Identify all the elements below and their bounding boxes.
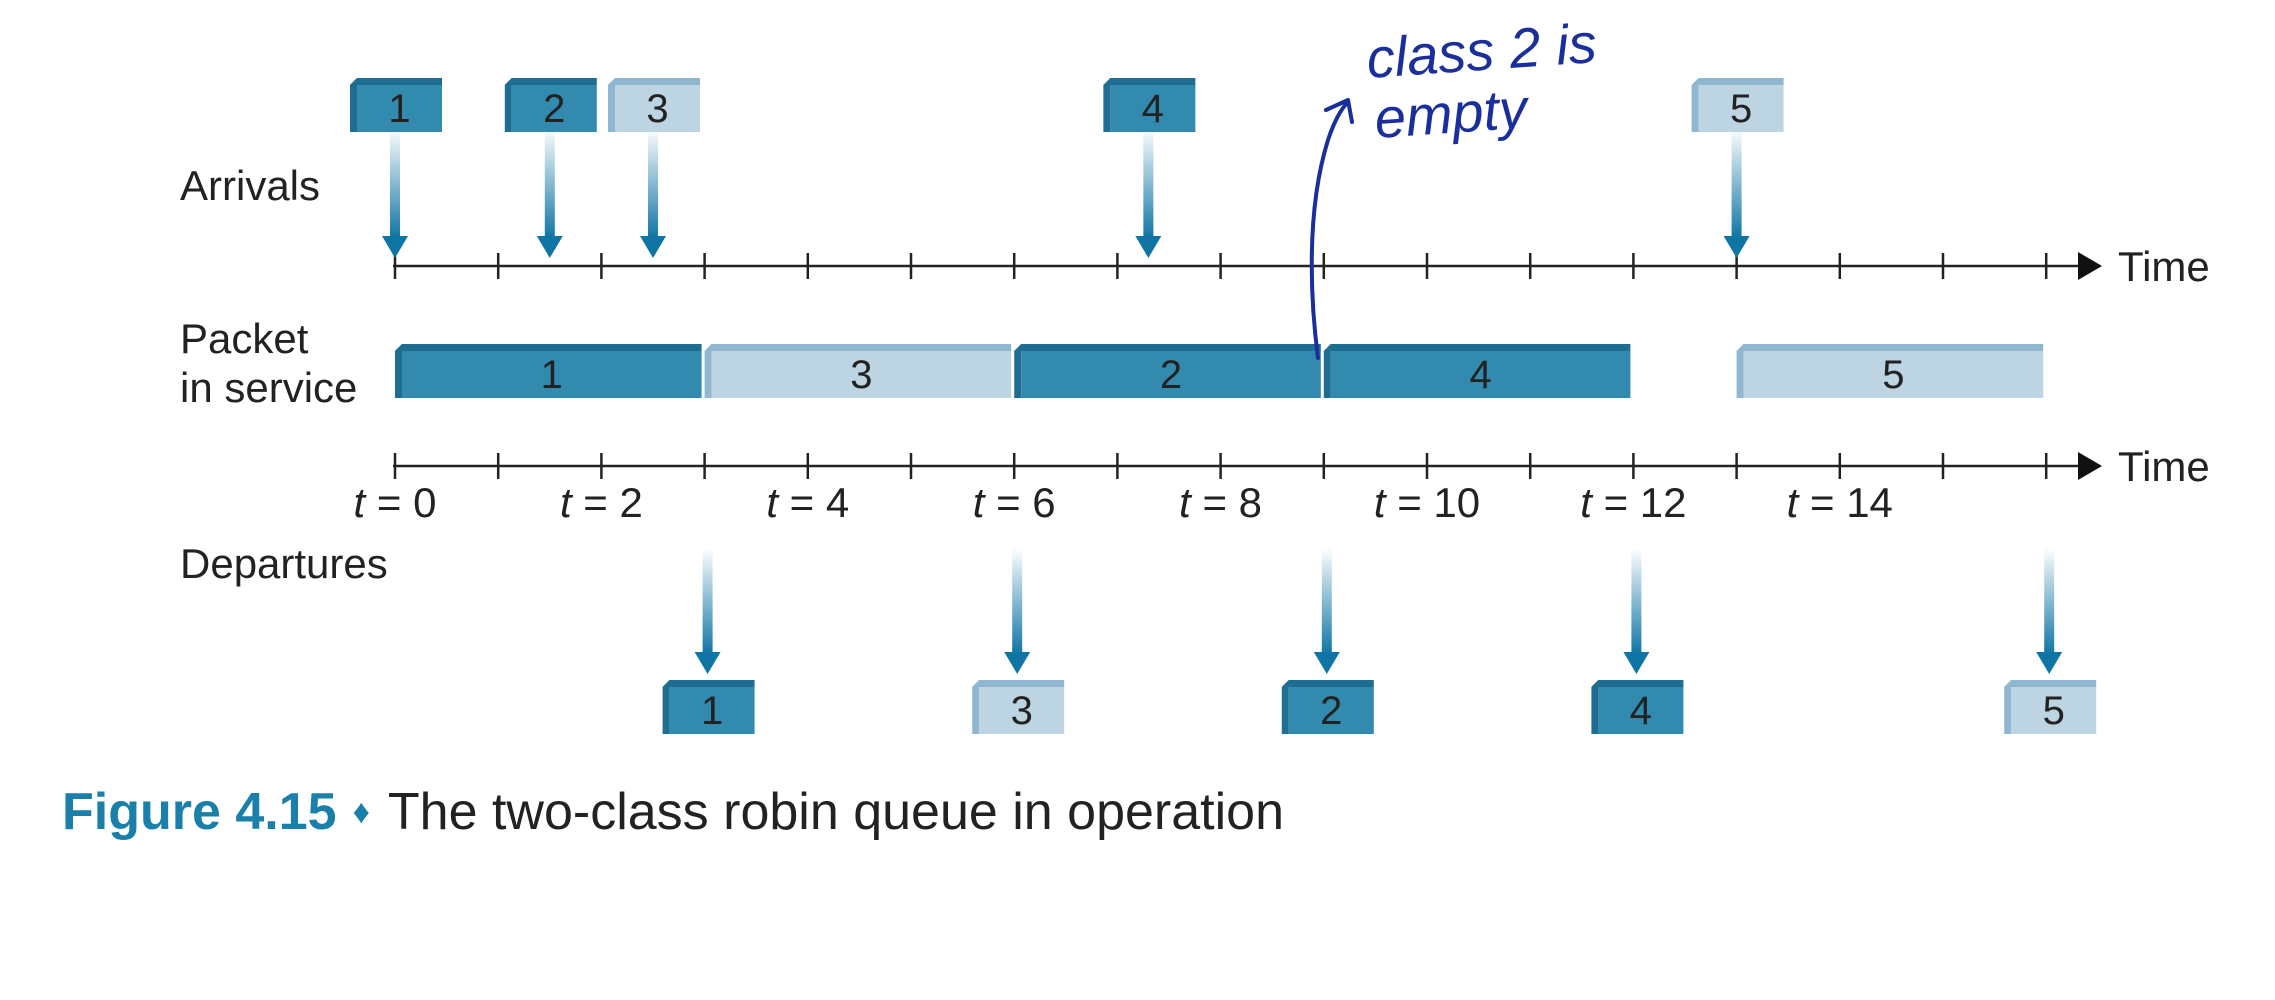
packet-label: 1 — [388, 87, 410, 131]
time-axis-label: Time — [2118, 243, 2210, 290]
departure-packet: 1 — [662, 680, 755, 734]
departure-packet: 2 — [1281, 680, 1374, 734]
service-packet: 5 — [1736, 344, 2044, 398]
figure-number: Figure 4.15 — [62, 783, 337, 841]
arrival-time-axis: Time — [393, 243, 2210, 290]
departures-row: 1 3 2 4 5 — [662, 548, 2097, 734]
time-tick-label: t = 10 — [1374, 479, 1480, 526]
annotation-line1: class 2 is — [1364, 11, 1598, 90]
packet-in-service-label-line1: Packet — [180, 315, 309, 362]
time-tick-label: t = 14 — [1787, 479, 1893, 526]
departure-time-axis: Time — [393, 443, 2210, 490]
packet-label: 4 — [1142, 87, 1164, 131]
departure-packet: 4 — [1591, 680, 1684, 734]
time-tick-label: t = 2 — [560, 479, 643, 526]
departure-packet: 3 — [972, 680, 1065, 734]
packet-label: 1 — [701, 689, 723, 733]
packet-label: 5 — [1882, 353, 1904, 397]
time-tick-labels: t = 0 t = 2 t = 4 t = 6 t = 8 t = 10 t = 12 t =… — [354, 479, 1893, 526]
time-tick-label: t = 4 — [766, 479, 849, 526]
figure-caption: Figure 4.15 ♦ The two-class robin queue in… — [62, 782, 1284, 842]
service-row: 1 3 2 4 5 — [395, 344, 2044, 398]
packet-label: 4 — [1630, 689, 1652, 733]
departure-arrow-icon — [2036, 548, 2063, 674]
arrow-head-icon — [2078, 452, 2102, 480]
time-tick-label: t = 12 — [1580, 479, 1686, 526]
packet-label: 5 — [2043, 689, 2065, 733]
departure-arrow-icon — [1004, 548, 1031, 674]
service-packet: 2 — [1014, 344, 1321, 398]
packet-label: 2 — [1320, 689, 1342, 733]
packet-in-service-label-line2: in service — [180, 364, 357, 411]
service-packet: 1 — [395, 344, 702, 398]
arrival-arrow-icon — [536, 128, 563, 258]
packet-label: 2 — [543, 87, 565, 131]
class2-empty-annotation: class 2 is empty — [1309, 11, 1599, 360]
time-axis-label: Time — [2118, 443, 2210, 490]
annotation-arrow — [1309, 100, 1350, 360]
arrival-arrow-icon — [1135, 128, 1162, 258]
departure-arrow-icon — [1313, 548, 1340, 674]
arrival-arrow-icon — [382, 128, 408, 258]
annotation-line2: empty — [1372, 76, 1532, 150]
time-tick-label: t = 6 — [973, 479, 1056, 526]
packet-label: 4 — [1469, 353, 1491, 397]
packet-label: 3 — [850, 353, 872, 397]
arrival-arrow-icon — [1723, 128, 1750, 258]
time-tick-label: t = 8 — [1179, 479, 1262, 526]
packet-label: 2 — [1160, 353, 1182, 397]
diamond-icon: ♦ — [352, 793, 370, 831]
departures-label: Departures — [180, 540, 388, 587]
service-packet: 4 — [1323, 344, 1631, 398]
arrivals-label: Arrivals — [180, 162, 320, 209]
service-packet: 3 — [704, 344, 1012, 398]
arrival-packet: 1 — [350, 78, 442, 132]
time-tick-label: t = 0 — [354, 479, 437, 526]
packet-label: 3 — [1011, 689, 1033, 733]
arrival-packet: 3 — [608, 78, 700, 132]
arrival-packet: 4 — [1103, 78, 1196, 132]
departure-arrow-icon — [694, 548, 721, 674]
departure-packet: 5 — [2004, 680, 2097, 734]
arrival-packet: 2 — [504, 78, 597, 132]
arrival-packet: 5 — [1691, 78, 1784, 132]
arrival-arrow-icon — [640, 128, 666, 258]
packet-label: 5 — [1730, 87, 1752, 131]
caption-text: The two-class robin queue in operation — [387, 783, 1285, 841]
arrivals-row: 1 2 3 4 5 — [350, 78, 1784, 258]
packet-label: 1 — [541, 353, 563, 397]
packet-label: 3 — [646, 87, 668, 131]
arrow-head-icon — [2078, 252, 2102, 280]
departure-arrow-icon — [1623, 548, 1650, 674]
annotation-arrow-head-icon — [1324, 98, 1354, 124]
